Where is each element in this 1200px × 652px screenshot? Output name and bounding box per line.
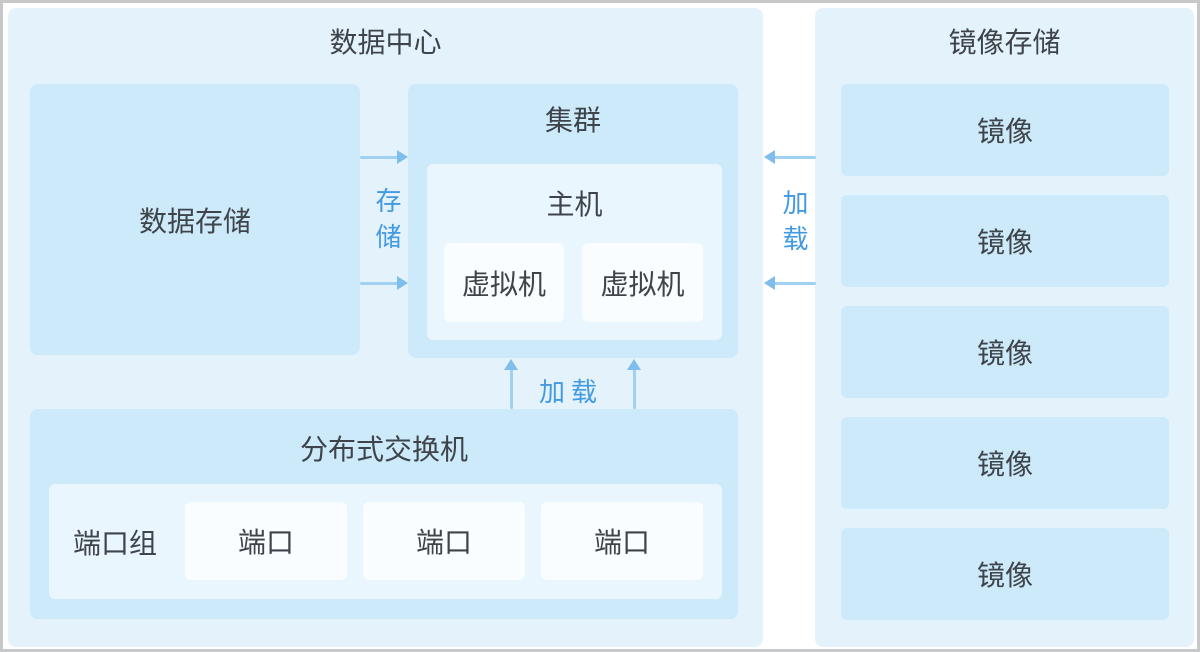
port-box: 端口 [363,502,525,580]
cluster-box: 集群 主机 虚拟机 虚拟机 [408,84,738,358]
image-box: 镜像 [841,84,1169,176]
image-storage-panel: 镜像存储 镜像 镜像 镜像 镜像 镜像 [815,8,1194,647]
port-label: 端口 [593,527,650,558]
image-label: 镜像 [976,449,1033,480]
data-center-title: 数据中心 [329,27,442,58]
load-edge-label-right: 加载 [779,189,809,261]
image-box: 镜像 [841,306,1169,398]
cluster-title: 集群 [544,105,601,136]
storage-edge-label: 存储 [372,187,402,259]
distributed-switch-box: 分布式交换机 端口组 端口 端口 端口 [30,409,738,619]
data-storage-label: 数据存储 [138,205,251,237]
port-box: 端口 [185,502,347,580]
vm-box: 虚拟机 [582,243,703,322]
load-arrow-icon [764,150,816,164]
load-arrow-up-icon [627,359,641,409]
storage-arrow-icon [360,276,408,290]
image-box: 镜像 [841,417,1169,509]
vm-label: 虚拟机 [600,268,685,300]
data-center-panel: 数据中心 数据存储 集群 主机 虚拟机 虚拟机 分布式交换机 端口组 端口 [8,8,763,647]
load-arrow-up-icon [504,359,518,409]
load-arrow-icon [764,276,816,290]
image-box: 镜像 [841,195,1169,287]
host-title: 主机 [546,189,603,220]
port-label: 端口 [415,527,472,558]
image-label: 镜像 [976,338,1033,369]
image-label: 镜像 [976,227,1033,258]
vm-label: 虚拟机 [461,268,546,300]
image-label: 镜像 [976,116,1033,147]
load-edge-label-bottom: 加载 [539,377,604,407]
port-group-container: 端口组 端口 端口 端口 [49,484,722,599]
host-box: 主机 虚拟机 虚拟机 [427,164,722,340]
image-storage-title: 镜像存储 [948,27,1061,58]
storage-arrow-icon [360,150,408,164]
image-label: 镜像 [976,560,1033,591]
port-box: 端口 [541,502,703,580]
image-box: 镜像 [841,528,1169,620]
vm-box: 虚拟机 [444,243,564,322]
distributed-switch-title: 分布式交换机 [299,434,468,465]
port-group-label: 端口组 [73,527,158,559]
port-label: 端口 [237,527,294,558]
data-storage-box: 数据存储 [30,84,360,355]
